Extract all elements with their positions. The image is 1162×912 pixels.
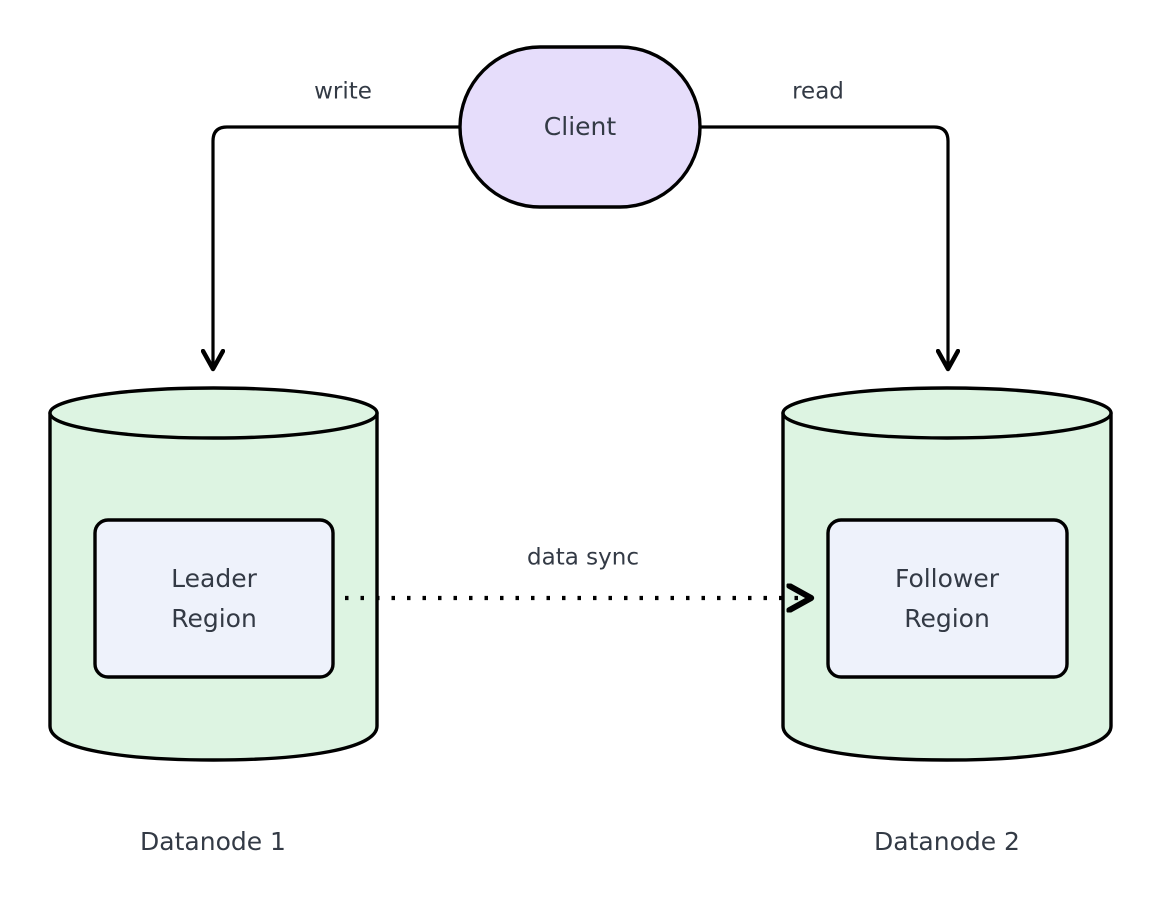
edge-label-write: write <box>314 79 372 105</box>
caption-datanode2: Datanode 2 <box>874 827 1020 856</box>
leader-region-shape <box>93 518 335 679</box>
caption-datanode1: Datanode 1 <box>140 827 286 856</box>
edge-write: write <box>213 79 460 369</box>
edge-label-data-sync: data sync <box>527 545 639 571</box>
follower-region-shape <box>826 518 1069 679</box>
node-client[interactable]: Client <box>458 45 702 209</box>
client-shape <box>458 45 702 209</box>
node-follower-region[interactable]: Follower Region <box>826 518 1069 679</box>
edge-data-sync: data sync <box>345 545 810 599</box>
datanode1-cylinder-top <box>48 386 379 440</box>
leader-region-label-line2: Region <box>171 604 257 633</box>
follower-region-label-line2: Region <box>904 604 990 633</box>
node-leader-region[interactable]: Leader Region <box>93 518 335 679</box>
client-label: Client <box>544 112 617 141</box>
datanode2-cylinder-top <box>781 386 1113 440</box>
leader-region-label-line1: Leader <box>171 564 257 593</box>
write-edge-path <box>213 125 460 368</box>
edge-label-read: read <box>792 79 844 105</box>
follower-region-label-line1: Follower <box>895 564 1000 593</box>
read-edge-path <box>700 125 948 368</box>
edge-read: read <box>700 79 948 369</box>
